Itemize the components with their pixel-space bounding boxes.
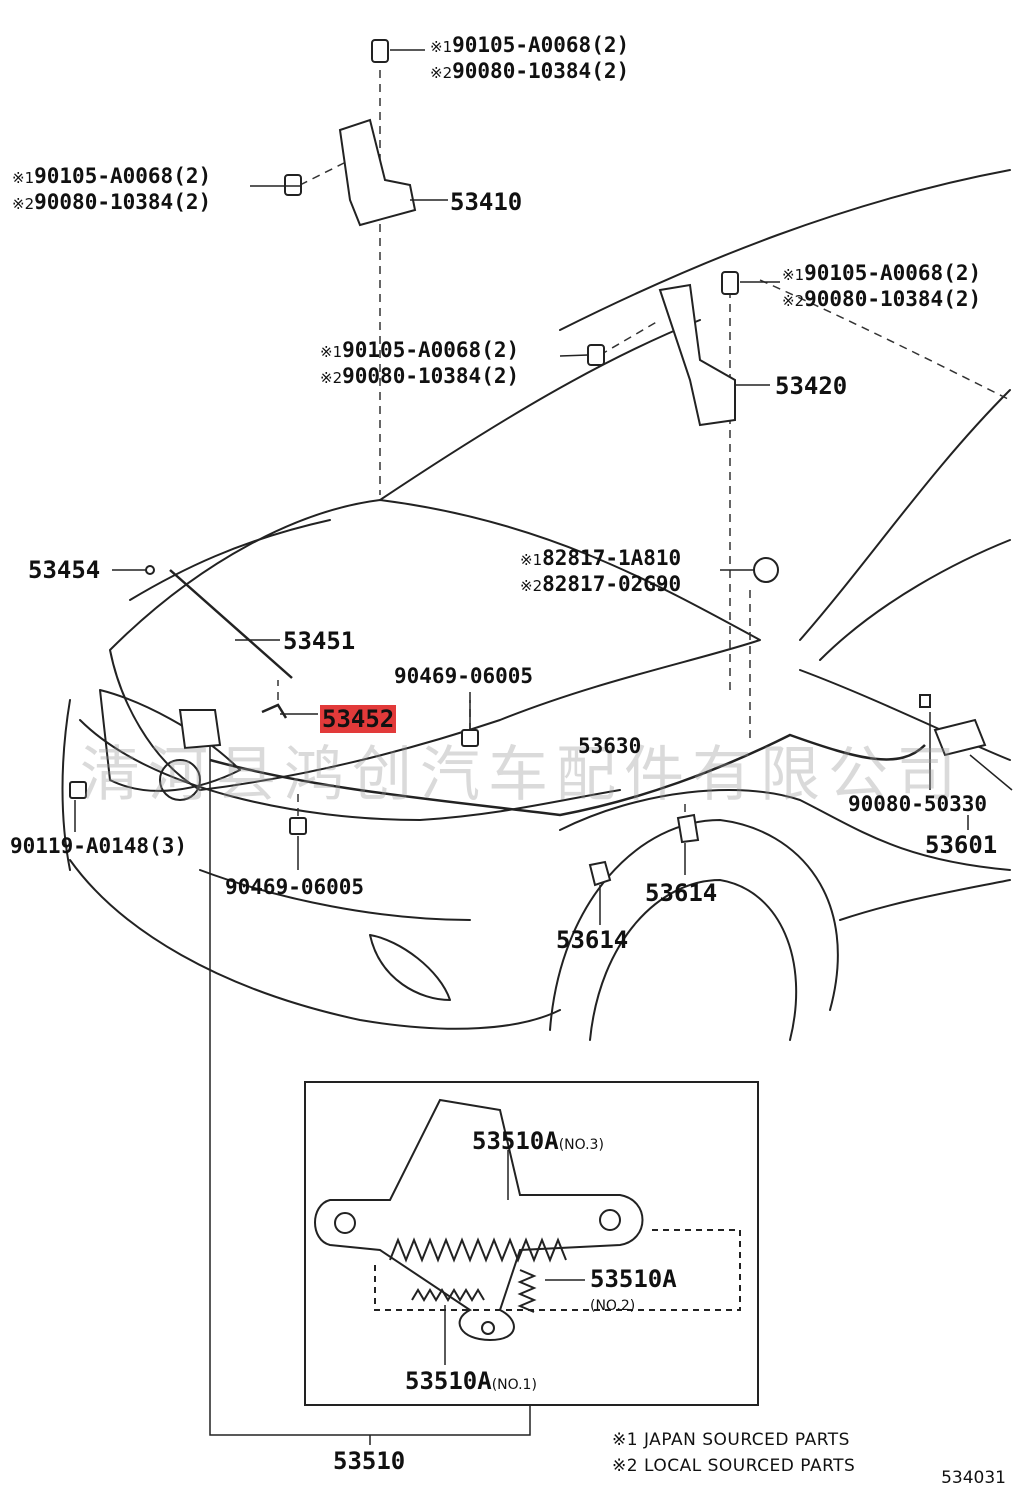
label-90119: 90119-A0148(3)	[10, 834, 188, 858]
hood-front	[129, 519, 331, 601]
detail-box	[304, 1081, 759, 1406]
spring-no3	[389, 1237, 567, 1263]
label-53420: 53420	[775, 372, 848, 400]
mechanism-outline	[374, 1229, 741, 1311]
label-53630: 53630	[578, 734, 642, 758]
label-left-bolt: ※190105-A0068(2) ※290080-10384(2)	[12, 164, 212, 214]
label-53452: 53452	[320, 705, 397, 733]
label-53454: 53454	[28, 556, 101, 584]
label-53510a-no3: 53510A(NO.3)	[472, 1127, 604, 1155]
bumper-side	[61, 699, 71, 871]
spring-no1	[411, 1288, 485, 1302]
label-53451: 53451	[283, 627, 356, 655]
hinge-right	[658, 283, 736, 427]
clip-90469b	[289, 817, 307, 835]
label-mid-bolt: ※190105-A0068(2) ※290080-10384(2)	[320, 338, 520, 388]
label-53614-b: 53614	[556, 926, 629, 954]
leader-mid-bolt	[599, 319, 661, 356]
label-53601: 53601	[925, 831, 998, 859]
windshield-line	[379, 319, 701, 501]
leader-left-bolt	[299, 159, 351, 186]
label-90469-a: 90469-06005	[394, 664, 534, 688]
bolt-mid	[587, 344, 605, 366]
lock-assembly-small	[178, 709, 222, 750]
clip-53454	[145, 565, 155, 575]
a-pillar-2	[819, 539, 1011, 661]
headlight-lens	[159, 759, 201, 801]
label-90080-50330: 90080-50330	[848, 792, 988, 816]
label-right-bolt: ※190105-A0068(2) ※290080-10384(2)	[782, 261, 982, 311]
fog-light	[369, 934, 451, 1001]
headlight	[99, 689, 241, 792]
note-local: ※2 LOCAL SOURCED PARTS	[612, 1456, 856, 1476]
clip-53614b	[676, 813, 700, 844]
a-pillar	[799, 389, 1011, 641]
label-top-bolt: ※190105-A0068(2) ※290080-10384(2)	[430, 33, 630, 83]
cushion-part	[753, 557, 779, 583]
fender	[559, 789, 1011, 871]
bumper-lower	[69, 859, 561, 1030]
diagram-code: 534031	[941, 1468, 1006, 1488]
bolt-top	[371, 39, 389, 63]
screw-90080	[919, 694, 931, 708]
label-53510a-no2-sub: (NO.2)	[590, 1298, 636, 1314]
release-handle	[933, 718, 987, 757]
release-cable	[209, 733, 926, 817]
bolt-right	[721, 271, 739, 295]
wheel	[589, 879, 798, 1041]
roof-line	[559, 169, 1011, 331]
side-lower	[839, 879, 1011, 921]
label-53614-a: 53614	[645, 879, 718, 907]
label-53410: 53410	[450, 188, 523, 216]
label-90469-b: 90469-06005	[225, 875, 365, 899]
bumper-top	[79, 719, 621, 821]
note-japan: ※1 JAPAN SOURCED PARTS	[612, 1430, 850, 1450]
label-53510a-no2: 53510A	[590, 1265, 677, 1293]
wheel-arch	[549, 819, 839, 1031]
label-cushion: ※182817-1A810 ※282817-02G90	[520, 546, 682, 596]
support-rod	[169, 569, 293, 679]
spring-no2	[517, 1269, 537, 1313]
hood-outline	[109, 499, 761, 791]
roofline-dashed	[759, 279, 1011, 401]
bolt-90119	[69, 781, 87, 799]
side-body	[799, 669, 1011, 761]
hinge-left	[338, 118, 417, 227]
bolt-left	[284, 174, 302, 196]
watermark: 清河县鸿创汽车配件有限公司	[80, 740, 964, 810]
rod-holder-53452	[261, 703, 288, 719]
lock-plate	[314, 1098, 644, 1342]
clip-53614a	[588, 860, 612, 887]
label-53510: 53510	[333, 1447, 406, 1475]
grille	[199, 869, 471, 921]
label-53510a-no1: 53510A(NO.1)	[405, 1367, 537, 1395]
